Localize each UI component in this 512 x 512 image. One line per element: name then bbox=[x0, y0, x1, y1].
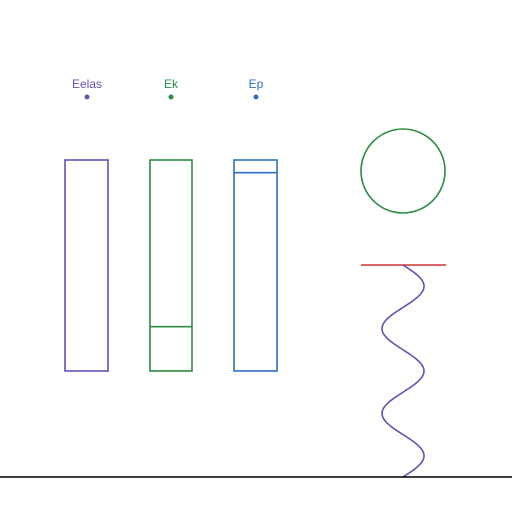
energy-bar-ek: Ek bbox=[149, 77, 193, 372]
ek-dot bbox=[168, 94, 174, 100]
ek-bar-outline bbox=[149, 159, 193, 372]
ep-dot bbox=[253, 94, 259, 100]
eelas-bar-outline bbox=[64, 159, 109, 372]
eelas-label: Eelas bbox=[72, 77, 102, 91]
ep-bar-outline bbox=[233, 159, 278, 372]
ball bbox=[360, 128, 446, 214]
ep-label: Ep bbox=[249, 77, 264, 91]
eelas-dot bbox=[84, 94, 90, 100]
energy-bar-ep: Ep bbox=[233, 77, 278, 372]
spring bbox=[381, 264, 425, 478]
energy-bar-eelas: Eelas bbox=[64, 77, 109, 372]
ek-label: Ek bbox=[164, 77, 179, 91]
